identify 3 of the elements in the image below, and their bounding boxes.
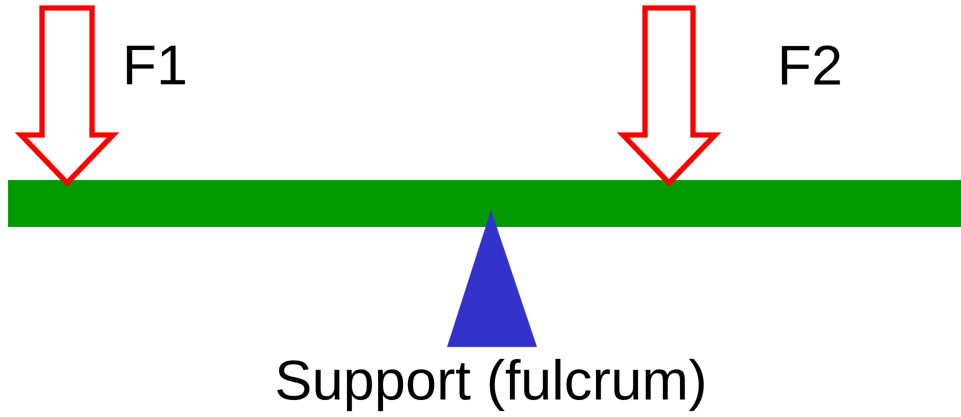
force-label: F1: [126, 46, 185, 84]
force-label: F2: [782, 45, 840, 85]
support-label: Support (fulcrum): [277, 358, 704, 412]
